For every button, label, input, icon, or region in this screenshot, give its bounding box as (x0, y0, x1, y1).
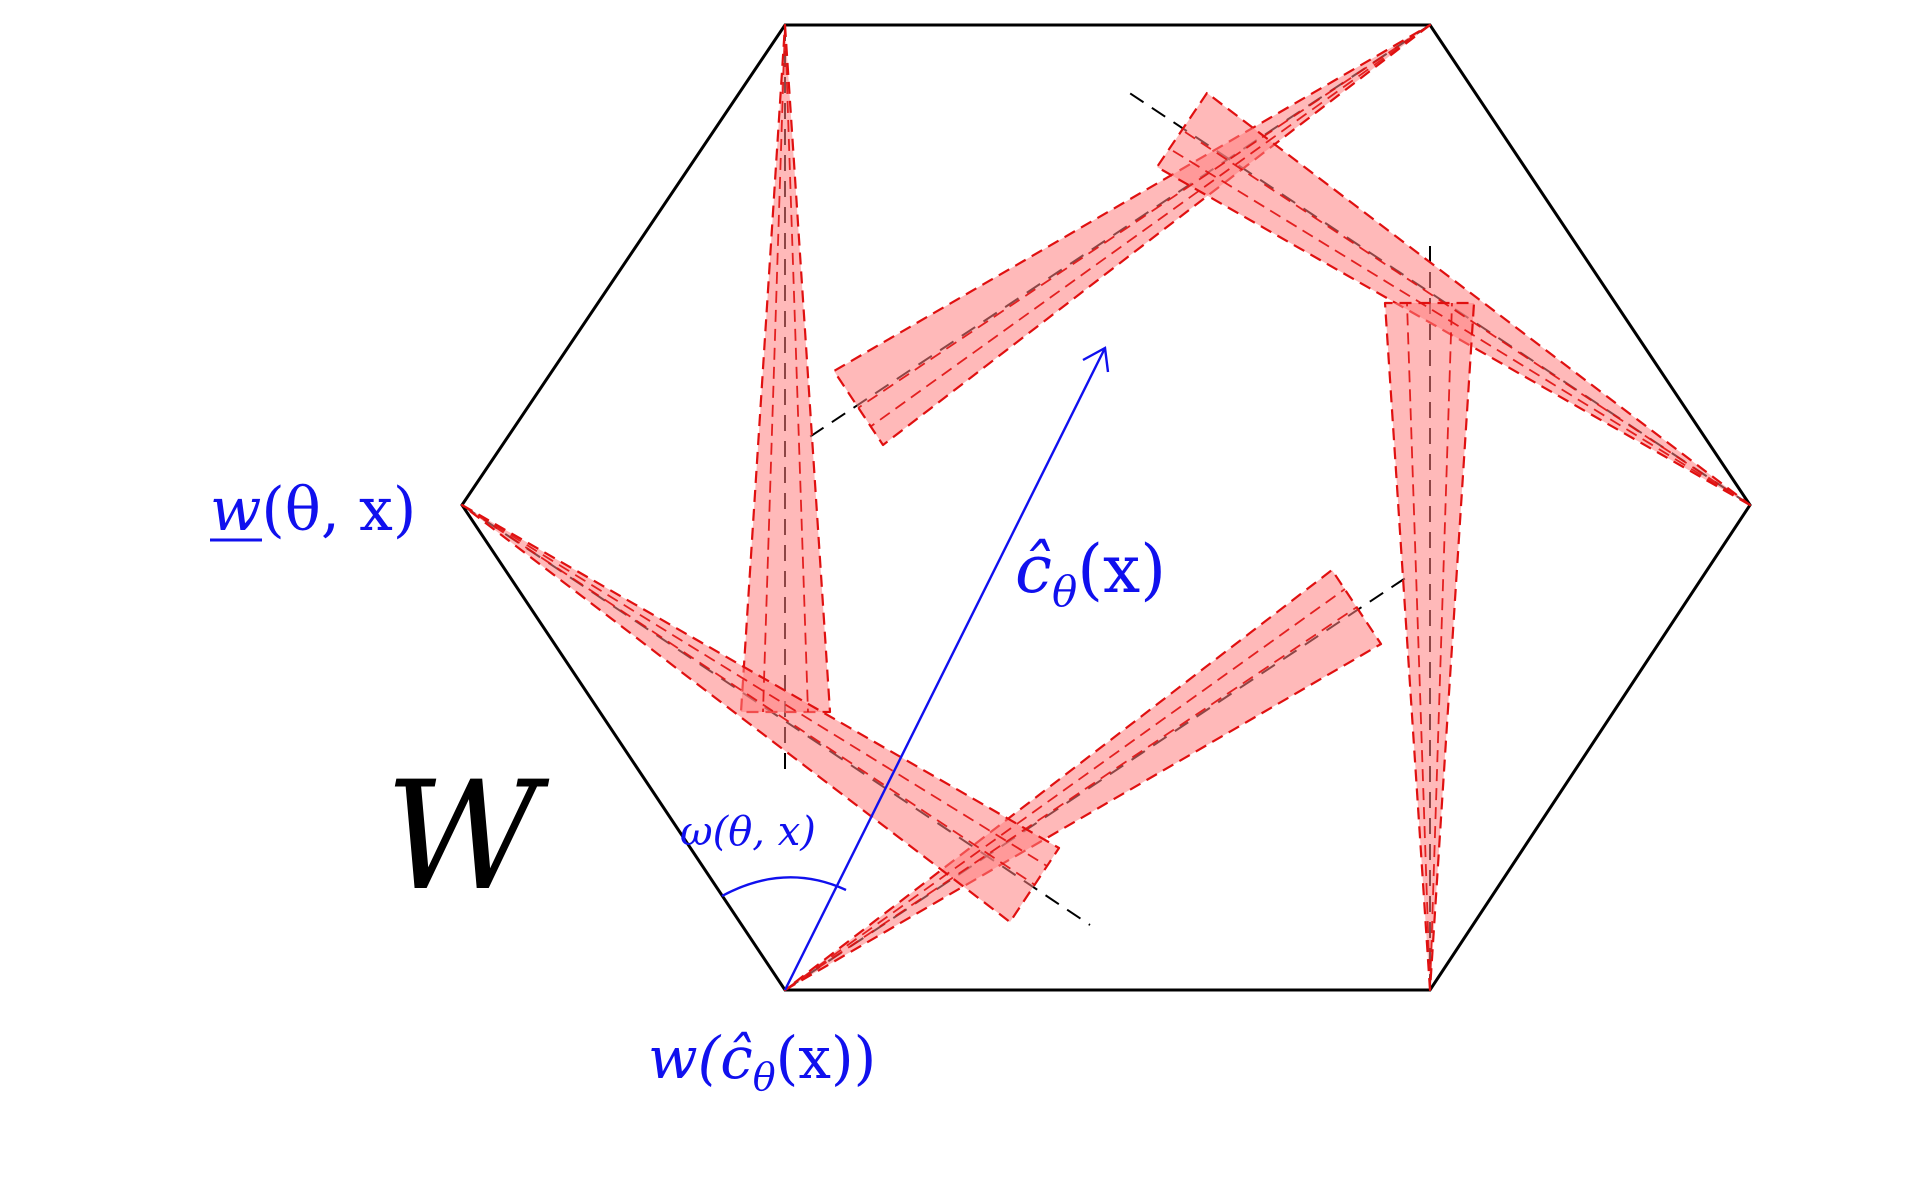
inner-dash (857, 24, 1431, 409)
w-underline-lead: w (210, 475, 261, 545)
inner-dash (784, 24, 809, 713)
c-hat-arrow-head (1082, 346, 1110, 373)
inner-dash (762, 24, 786, 713)
w-underline-tail: (θ, x) (261, 475, 416, 545)
c-hat-subscript: θ (1052, 567, 1077, 616)
wedge-inner-dashes (461, 24, 1751, 991)
hexagon-outline (460, 23, 1752, 992)
inner-dash (784, 588, 1346, 991)
w-underline-label: w(θ, x) (210, 475, 416, 545)
omega-angle-arc (721, 876, 847, 898)
inner-dash (461, 504, 1048, 867)
inner-dash (1429, 302, 1453, 991)
omega-label: ω(θ, x) (680, 809, 816, 855)
wedge-upper-diagonal (832, 23, 1432, 447)
c-hat-letter: ĉ (1015, 531, 1052, 608)
wedges (460, 23, 1752, 992)
inner-dash (1406, 302, 1431, 991)
wedge-upper-right (1155, 91, 1752, 507)
inner-dash (461, 504, 1036, 886)
w-bottom-label: w(ĉθ(x)) (648, 1024, 876, 1099)
dashed-axes (461, 24, 1751, 991)
w-bottom-tail: (x)) (776, 1024, 877, 1092)
wedge-upper-left-vertical (739, 23, 832, 714)
wedge-right-vertical (1383, 301, 1476, 992)
c-hat-arrow-shaft (783, 347, 1107, 991)
c-hat-arrow (783, 346, 1110, 991)
inner-dash (869, 24, 1431, 428)
w-bottom-lead: w( (648, 1024, 722, 1092)
c-hat-tail: (x) (1077, 531, 1166, 608)
w-bottom-c: ĉ (720, 1024, 752, 1092)
set-label-W: W (385, 750, 550, 924)
inner-dash (784, 606, 1358, 991)
w-bottom-subscript: θ (753, 1055, 776, 1099)
c-hat-label: ĉθ(x) (1015, 531, 1166, 616)
